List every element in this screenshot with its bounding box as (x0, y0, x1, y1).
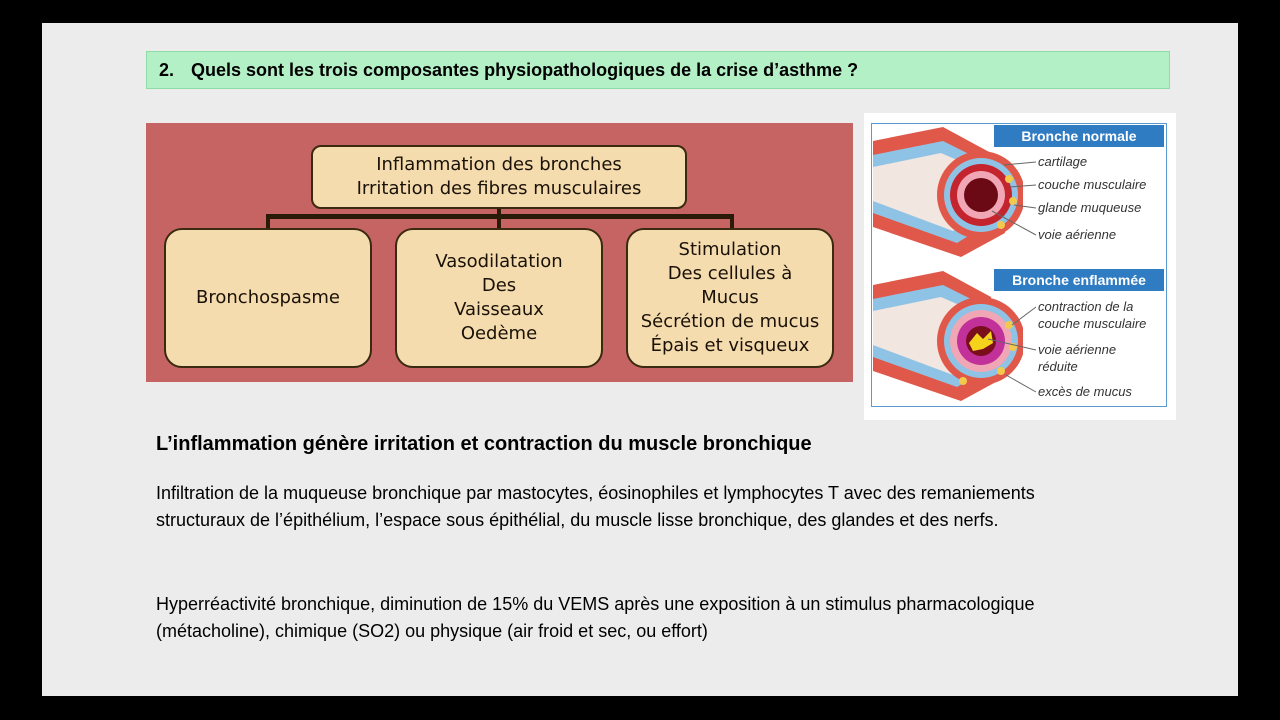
label-voie-aerienne: voie aérienne (1038, 342, 1117, 357)
leader-lines (987, 161, 1037, 393)
label-couche-musculaire: couche musculaire (1038, 177, 1147, 192)
normal-bronchus-drawing (873, 127, 1023, 257)
flow-box-line: Bronchospasme (196, 287, 340, 308)
illustration-frame (871, 123, 1167, 407)
connector (266, 214, 270, 228)
label-voie-aerienne: voie aérienne (1038, 227, 1117, 242)
flow-top-box: Inflammation des bronches Irritation des… (311, 145, 687, 209)
normal-bronchus-title: Bronche normale (994, 125, 1164, 147)
bronchus-illustration: Bronche normale cartilage couche muscula… (864, 113, 1176, 420)
connector (497, 209, 501, 217)
flow-box-bronchospasme: Bronchospasme (164, 228, 372, 368)
flow-box-stimulation: Stimulation Des cellules à Mucus Sécréti… (626, 228, 834, 368)
flow-top-line: Inflammation des bronches (376, 154, 622, 175)
section-subtitle: L’inflammation génère irritation et cont… (156, 433, 812, 455)
flow-box-line: Vasodilatation (435, 251, 563, 272)
flow-box-line: Oedème (460, 323, 538, 344)
question-text: Quels sont les trois composantes physiop… (191, 59, 859, 80)
paragraph-infiltration: Infiltration de la muqueuse bronchique p… (156, 480, 1176, 534)
flow-top-line: Irritation des fibres musculaires (356, 178, 642, 199)
inflamed-bronchus-title: Bronche enflammée (994, 269, 1164, 291)
flow-box-line: Mucus (701, 287, 759, 308)
paragraph-hyperreactivite: Hyperréactivité bronchique, diminution d… (156, 591, 1176, 645)
flow-box-line: Des (481, 275, 517, 296)
flow-box-line: Stimulation (678, 239, 782, 260)
connector (730, 214, 734, 228)
question-number: 2. (159, 59, 175, 80)
question-banner: 2. Quels sont les trois composantes phys… (146, 51, 1170, 89)
label-contraction: contraction de la (1038, 299, 1134, 314)
slide: 2. Quels sont les trois composantes phys… (42, 23, 1238, 696)
flow-box-line: Épais et visqueux (650, 335, 810, 356)
label-cartilage: cartilage (1038, 154, 1088, 169)
label-reduite: réduite (1038, 359, 1078, 374)
connector (497, 214, 501, 228)
paragraph-line: Hyperréactivité bronchique, diminution d… (156, 594, 1035, 614)
paragraph-line: structuraux de l’épithélium, l’espace so… (156, 510, 999, 530)
label-exces-mucus: excès de mucus (1038, 384, 1132, 399)
label-glande-muqueuse: glande muqueuse (1038, 200, 1142, 215)
label-couche-musculaire: couche musculaire (1038, 316, 1147, 331)
paragraph-line: (métacholine), chimique (SO2) ou physiqu… (156, 621, 708, 641)
paragraph-line: Infiltration de la muqueuse bronchique p… (156, 483, 1035, 503)
flowchart: Inflammation des bronches Irritation des… (146, 123, 853, 382)
flow-box-line: Des cellules à (667, 263, 793, 284)
inflamed-bronchus-drawing (873, 271, 1023, 401)
flow-box-line: Vaisseaux (454, 299, 544, 320)
flow-box-line: Sécrétion de mucus (640, 311, 820, 332)
flow-box-vasodilatation: Vasodilatation Des Vaisseaux Oedème (395, 228, 603, 368)
